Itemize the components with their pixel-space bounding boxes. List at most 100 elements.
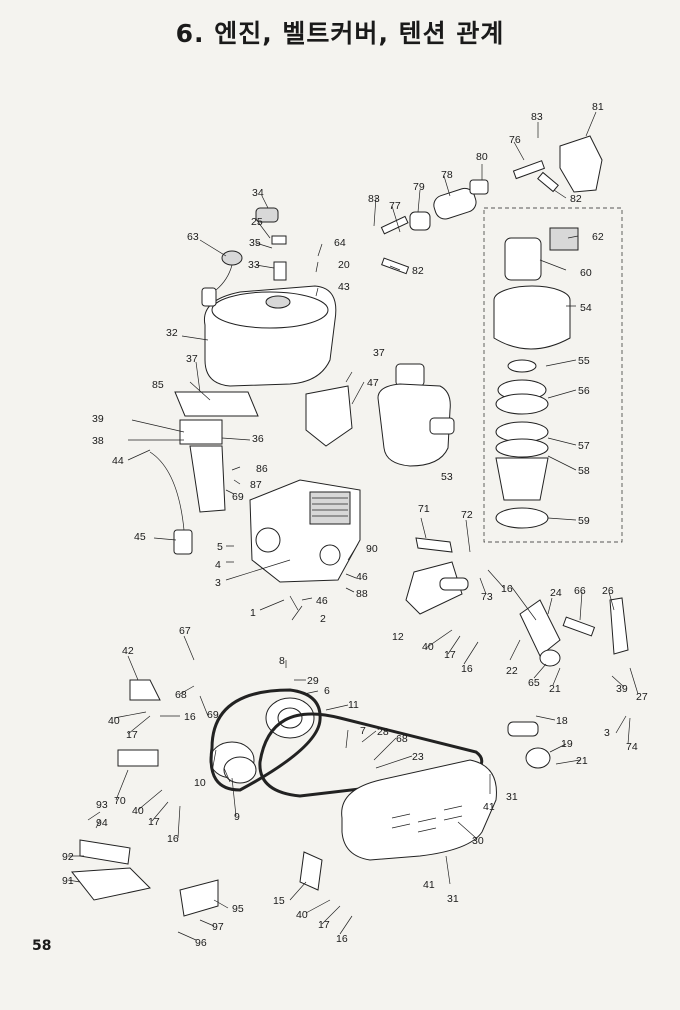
callout-43: 43 xyxy=(338,281,350,293)
callout-27: 27 xyxy=(636,691,648,703)
leader-lines xyxy=(67,111,639,941)
callout-10: 10 xyxy=(194,777,206,789)
callout-88: 88 xyxy=(356,588,368,600)
callout-46b: 46 xyxy=(316,595,328,607)
callout-33: 33 xyxy=(248,259,260,271)
callout-31b: 31 xyxy=(447,893,459,905)
callout-95: 95 xyxy=(232,903,244,915)
callout-62: 62 xyxy=(592,231,604,243)
callout-63: 63 xyxy=(187,231,199,243)
callout-96: 96 xyxy=(195,937,207,949)
callout-53: 53 xyxy=(441,471,453,483)
callout-39b: 39 xyxy=(616,683,628,695)
callout-17d: 17 xyxy=(318,919,330,931)
callout-65: 65 xyxy=(528,677,540,689)
callout-34: 34 xyxy=(252,187,264,199)
belt-cover xyxy=(341,759,497,861)
callout-55: 55 xyxy=(578,355,590,367)
callout-82b: 82 xyxy=(412,265,424,277)
callout-42: 42 xyxy=(122,645,134,657)
callout-40a: 40 xyxy=(422,641,434,653)
callout-90: 90 xyxy=(366,543,378,555)
callout-17a: 17 xyxy=(444,649,456,661)
callout-11: 11 xyxy=(348,699,359,711)
callout-12: 12 xyxy=(392,631,404,643)
fuel-cap xyxy=(255,207,287,281)
callout-59: 59 xyxy=(578,515,590,527)
fuel-filter xyxy=(201,250,243,307)
callout-19: 19 xyxy=(561,738,573,750)
callout-21b: 21 xyxy=(576,755,588,767)
callout-47: 47 xyxy=(367,377,379,389)
callout-24: 24 xyxy=(550,587,562,599)
callout-76: 76 xyxy=(509,134,521,146)
callout-83b: 83 xyxy=(531,111,543,123)
callout-36: 36 xyxy=(252,433,264,445)
tank-bracket xyxy=(174,391,259,513)
callout-92: 92 xyxy=(62,851,74,863)
callout-37a: 37 xyxy=(186,353,198,365)
air-cleaner xyxy=(493,227,579,529)
callout-56: 56 xyxy=(578,385,590,397)
callout-77: 77 xyxy=(389,200,401,212)
callout-6: 6 xyxy=(324,685,330,697)
callout-74: 74 xyxy=(626,741,638,753)
page-number: 58 xyxy=(32,938,52,954)
small-brackets xyxy=(71,385,353,917)
callout-69a: 69 xyxy=(232,491,244,503)
callout-16a: 16 xyxy=(501,583,513,595)
callout-91: 91 xyxy=(62,875,74,887)
callout-35: 35 xyxy=(249,237,261,249)
callout-54: 54 xyxy=(580,302,592,314)
engine xyxy=(249,479,361,583)
callout-28: 28 xyxy=(377,726,389,738)
callout-85: 85 xyxy=(152,379,164,391)
callout-41a: 41 xyxy=(483,801,495,813)
callout-16c: 16 xyxy=(184,711,196,723)
callout-20: 20 xyxy=(338,259,350,271)
callout-40b: 40 xyxy=(108,715,120,727)
callout-40d: 40 xyxy=(296,909,308,921)
callout-97: 97 xyxy=(212,921,224,933)
callout-17b: 17 xyxy=(126,729,138,741)
callout-41b: 41 xyxy=(423,879,435,891)
callout-68a: 68 xyxy=(175,689,187,701)
callout-80: 80 xyxy=(476,151,488,163)
callout-26: 26 xyxy=(602,585,614,597)
callout-60: 60 xyxy=(580,267,592,279)
callout-70: 70 xyxy=(114,795,126,807)
callout-9: 9 xyxy=(234,811,240,823)
tension-assembly xyxy=(405,537,629,769)
callout-44: 44 xyxy=(112,455,124,467)
callout-64: 64 xyxy=(334,237,346,249)
callout-29: 29 xyxy=(307,675,319,687)
callout-81: 81 xyxy=(592,101,604,113)
page-title: 6. 엔진, 벨트커버, 텐션 관계 xyxy=(175,19,505,48)
mounting-bracket xyxy=(380,135,603,275)
callout-23: 23 xyxy=(412,751,424,763)
muffler xyxy=(377,363,455,467)
callout-25: 25 xyxy=(251,216,263,228)
callout-22: 22 xyxy=(506,665,518,677)
callout-69b: 69 xyxy=(207,709,219,721)
callout-45: 45 xyxy=(134,531,146,543)
callout-93: 93 xyxy=(96,799,108,811)
callout-17c: 17 xyxy=(148,816,160,828)
callout-94: 94 xyxy=(96,817,108,829)
callout-78: 78 xyxy=(441,169,453,181)
callout-7: 7 xyxy=(360,725,366,737)
callout-labels: 34 25 35 33 63 64 20 43 32 37 85 39 38 4… xyxy=(62,101,648,949)
callout-3a: 3 xyxy=(215,577,221,589)
air-cleaner-group-frame xyxy=(483,207,623,543)
callout-16d: 16 xyxy=(167,833,179,845)
callout-2: 2 xyxy=(320,613,326,625)
callout-32: 32 xyxy=(166,327,178,339)
callout-30: 30 xyxy=(472,835,484,847)
callout-8: 8 xyxy=(279,655,285,667)
callout-5: 5 xyxy=(217,541,223,553)
callout-1: 1 xyxy=(250,607,256,619)
callout-71: 71 xyxy=(418,503,430,515)
callout-68b: 68 xyxy=(396,733,408,745)
callout-38: 38 xyxy=(92,435,104,447)
